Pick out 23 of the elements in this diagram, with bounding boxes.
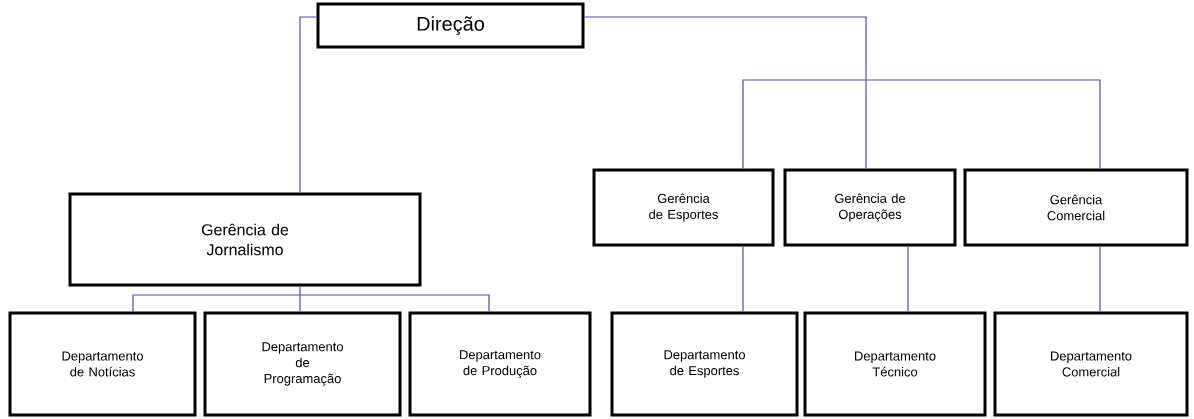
org-box: Departamento de Esportes xyxy=(610,311,799,417)
connector-line xyxy=(299,294,490,313)
connector-line xyxy=(299,16,318,194)
connector-line xyxy=(865,79,1101,170)
org-box: Departamento de Notícias xyxy=(8,311,197,417)
org-box: Departamento Técnico xyxy=(803,311,987,417)
org-box: Departamento Comercial xyxy=(993,311,1189,417)
connector-line xyxy=(299,294,301,313)
connector-line xyxy=(742,245,744,313)
connector-line xyxy=(742,79,867,170)
org-box: Direção xyxy=(316,2,585,49)
connector-line xyxy=(907,245,909,313)
org-box: Departamento de Programação xyxy=(203,311,402,417)
connector-line xyxy=(1099,245,1101,313)
connector-line xyxy=(865,79,867,170)
connector-line xyxy=(132,294,301,313)
connector-line xyxy=(583,16,867,81)
org-box: Gerência de Jornalismo xyxy=(68,192,422,287)
connector-line xyxy=(299,285,301,296)
org-box: Departamento de Produção xyxy=(408,311,592,417)
org-box: Gerência de Operações xyxy=(783,168,957,247)
org-box: Gerência de Esportes xyxy=(592,168,775,247)
org-box: Gerência Comercial xyxy=(963,168,1189,247)
